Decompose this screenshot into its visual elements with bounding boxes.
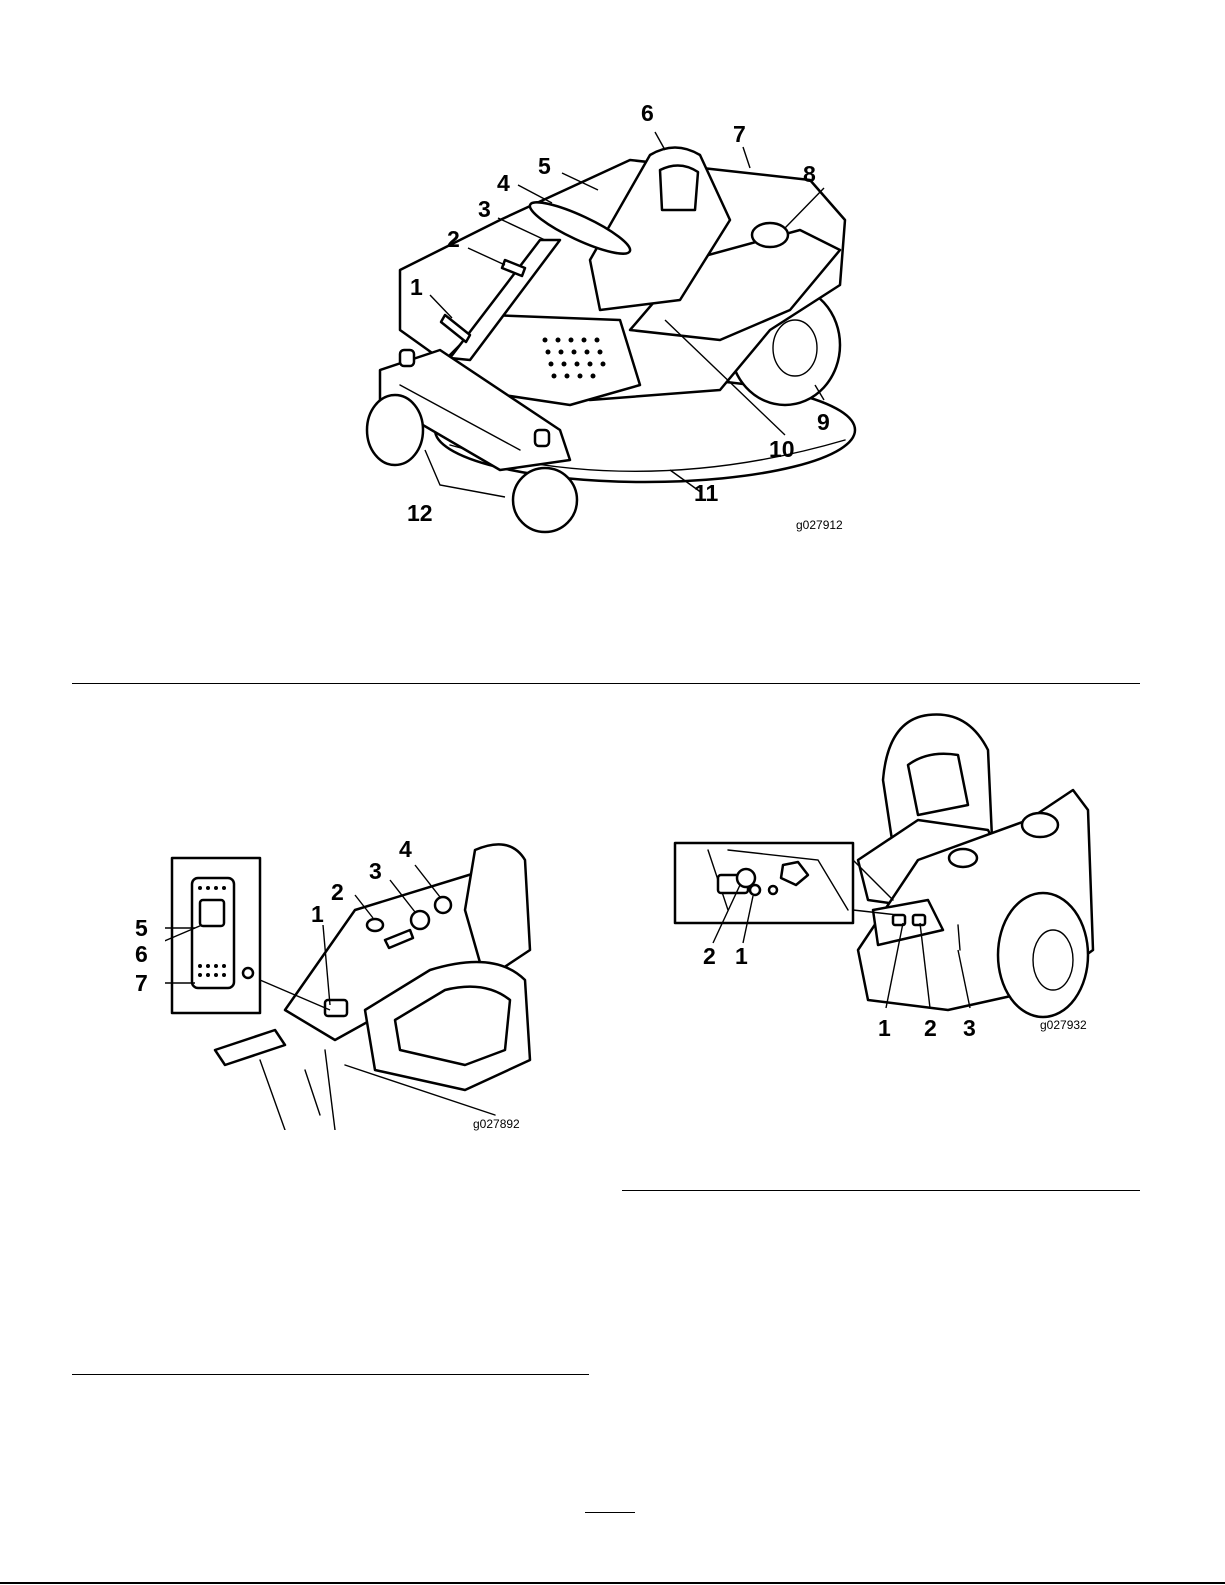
- fig1-callout-8: 8: [803, 163, 816, 186]
- fig2-callout-4: 4: [399, 838, 412, 861]
- fig2-callout-2: 2: [331, 881, 344, 904]
- fig3-figure-id: g027932: [1040, 1018, 1087, 1032]
- fig3-callout-3: 3: [963, 1017, 976, 1040]
- fig1-callout-5: 5: [538, 155, 551, 178]
- fig1-callout-7: 7: [733, 123, 746, 146]
- fig1-callout-3: 3: [478, 198, 491, 221]
- fig2-callout-1: 1: [311, 903, 324, 926]
- fig1-callout-1: 1: [410, 276, 423, 299]
- fig1-figure-id: g027912: [796, 518, 843, 532]
- fig1-callout-4: 4: [497, 172, 510, 195]
- fig2-callout-6: 6: [135, 943, 148, 966]
- mower-overview-drawing: [340, 100, 880, 540]
- fig1-callout-11: 11: [694, 482, 718, 505]
- fig1-callout-2: 2: [447, 228, 460, 251]
- fig1-callout-12: 12: [407, 502, 433, 525]
- fig1-callout-10: 10: [769, 438, 795, 461]
- page-bottom-border: [0, 1582, 1225, 1584]
- divider-left-bottom: [72, 1374, 589, 1375]
- figure-fuel-closeup: [668, 710, 1098, 1040]
- fig2-callout-5: 5: [135, 917, 148, 940]
- fig3-callout-1: 1: [878, 1017, 891, 1040]
- figure-controls-closeup: [165, 830, 535, 1130]
- divider-right-bottom: [622, 1190, 1140, 1191]
- fig3-inset-callout-1: 1: [735, 945, 748, 968]
- fig3-inset-callout-2: 2: [703, 945, 716, 968]
- fig2-callout-7: 7: [135, 972, 148, 995]
- page-number-rule: [585, 1512, 635, 1513]
- fig3-callout-2: 2: [924, 1017, 937, 1040]
- fig2-figure-id: g027892: [473, 1117, 520, 1131]
- fig1-callout-6: 6: [641, 102, 654, 125]
- fuel-closeup-drawing: [668, 710, 1098, 1040]
- divider-top: [72, 683, 1140, 684]
- fig2-callout-3: 3: [369, 860, 382, 883]
- fig1-callout-9: 9: [817, 411, 830, 434]
- controls-closeup-drawing: [165, 830, 535, 1130]
- figure-mower-overview: [340, 100, 880, 540]
